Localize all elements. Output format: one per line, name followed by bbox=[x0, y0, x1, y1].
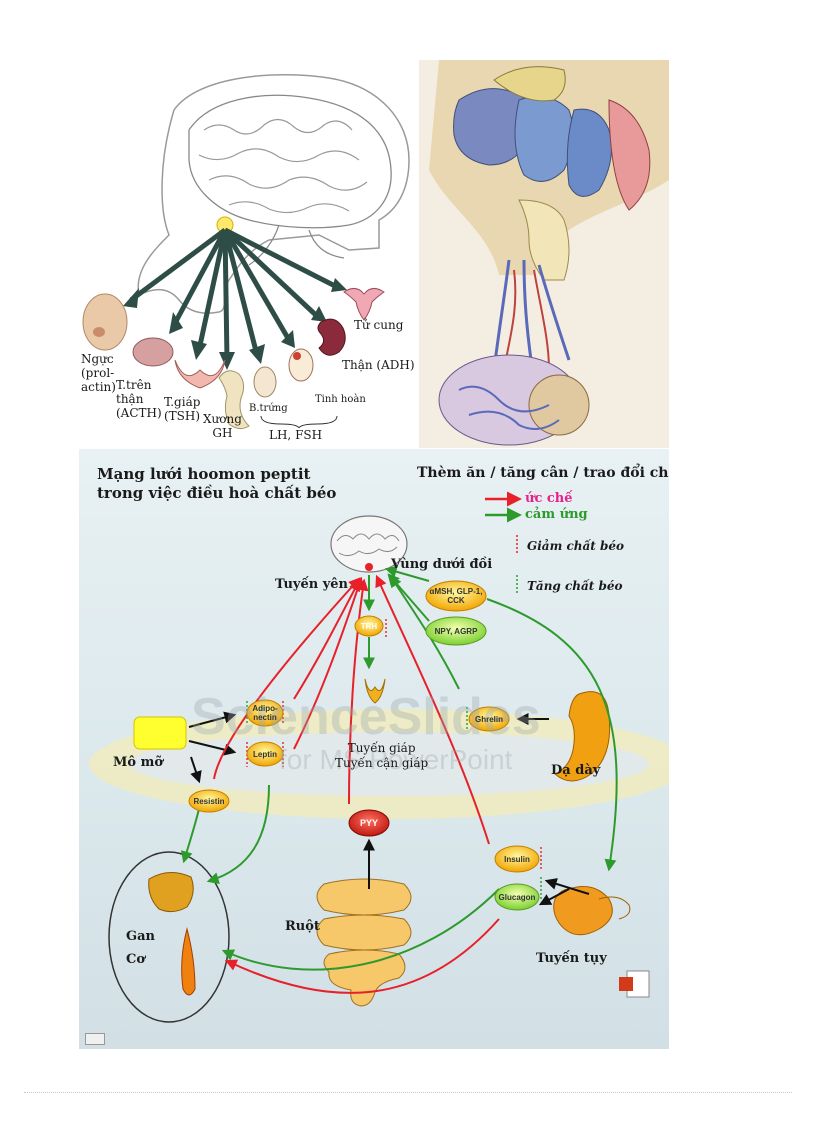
label-ovary: B.trứng bbox=[249, 403, 288, 414]
fat-tissue-label: Mô mỡ bbox=[113, 755, 164, 770]
pancreas-label: Tuyến tụy bbox=[536, 951, 607, 966]
ghrelin-node: Ghrelin bbox=[474, 714, 503, 724]
diagram-graphics: ScienceSlides for MS PowerPoint bbox=[89, 491, 669, 1023]
label-uterus: Tử cung bbox=[354, 318, 404, 332]
glucagon-node: Glucagon bbox=[498, 892, 536, 902]
hypothalamus-label: Vùng dưới đồi bbox=[391, 557, 493, 572]
legend-inhibit: ức chế bbox=[525, 491, 573, 506]
trh-node: TRH bbox=[360, 621, 378, 631]
msh-node: αMSH, GLP-1, CCK bbox=[429, 587, 483, 605]
label-testis: Tinh hoàn bbox=[315, 394, 366, 405]
page-divider bbox=[24, 1092, 792, 1093]
svg-text:ScienceSlides: ScienceSlides bbox=[191, 688, 541, 746]
legend-decrease-fat: Giảm chất béo bbox=[527, 539, 625, 553]
label-lh-fsh: LH, FSH bbox=[269, 428, 323, 442]
intestine-label: Ruột bbox=[285, 919, 320, 934]
fat-regulation-diagram: ScienceSlides for MS PowerPoint Mạng lướ… bbox=[79, 449, 669, 1049]
brain-pituitary-illustration bbox=[82, 60, 669, 448]
thyroid-label: Tuyến giáp Tuyến cận giáp bbox=[335, 741, 429, 770]
diagram-title: Mạng lưới hoomon peptit trong việc điều … bbox=[97, 465, 337, 502]
stomach-label: Dạ dày bbox=[551, 763, 601, 778]
label-kidney: Thận (ADH) bbox=[342, 358, 415, 372]
label-thyroid: T.giáp (TSH) bbox=[164, 395, 201, 423]
legend-increase-fat: Tăng chất béo bbox=[527, 579, 623, 593]
label-bone: Xương GH bbox=[203, 412, 242, 440]
pituitary-label: Tuyến yên bbox=[275, 577, 349, 592]
svg-text:for MS PowerPoint: for MS PowerPoint bbox=[279, 744, 513, 775]
slide-corner-icon bbox=[85, 1033, 105, 1045]
legend-header: Thèm ăn / tăng cân / trao đổi chất bbox=[417, 465, 669, 481]
pyy-node: PYY bbox=[359, 817, 378, 828]
label-adrenal: T.trên thận (ACTH) bbox=[116, 378, 162, 420]
insulin-node: Insulin bbox=[504, 854, 530, 864]
leptin-node: Leptin bbox=[253, 749, 277, 759]
npy-node: NPY, AGRP bbox=[434, 626, 478, 636]
label-breast: Ngực (prol- actin) bbox=[81, 352, 116, 394]
legend-induce: cảm ứng bbox=[525, 507, 588, 522]
brain-icon bbox=[330, 515, 408, 573]
resistin-node: Resistin bbox=[193, 796, 225, 806]
muscle-label: Cơ bbox=[126, 952, 146, 967]
liver-label: Gan bbox=[126, 929, 155, 944]
adiponectin-node: Adipo- nectin bbox=[252, 704, 278, 722]
lh-fsh-brace bbox=[260, 415, 338, 428]
top-panel: Ngực (prol- actin) T.trên thận (ACTH) T.… bbox=[79, 60, 669, 448]
